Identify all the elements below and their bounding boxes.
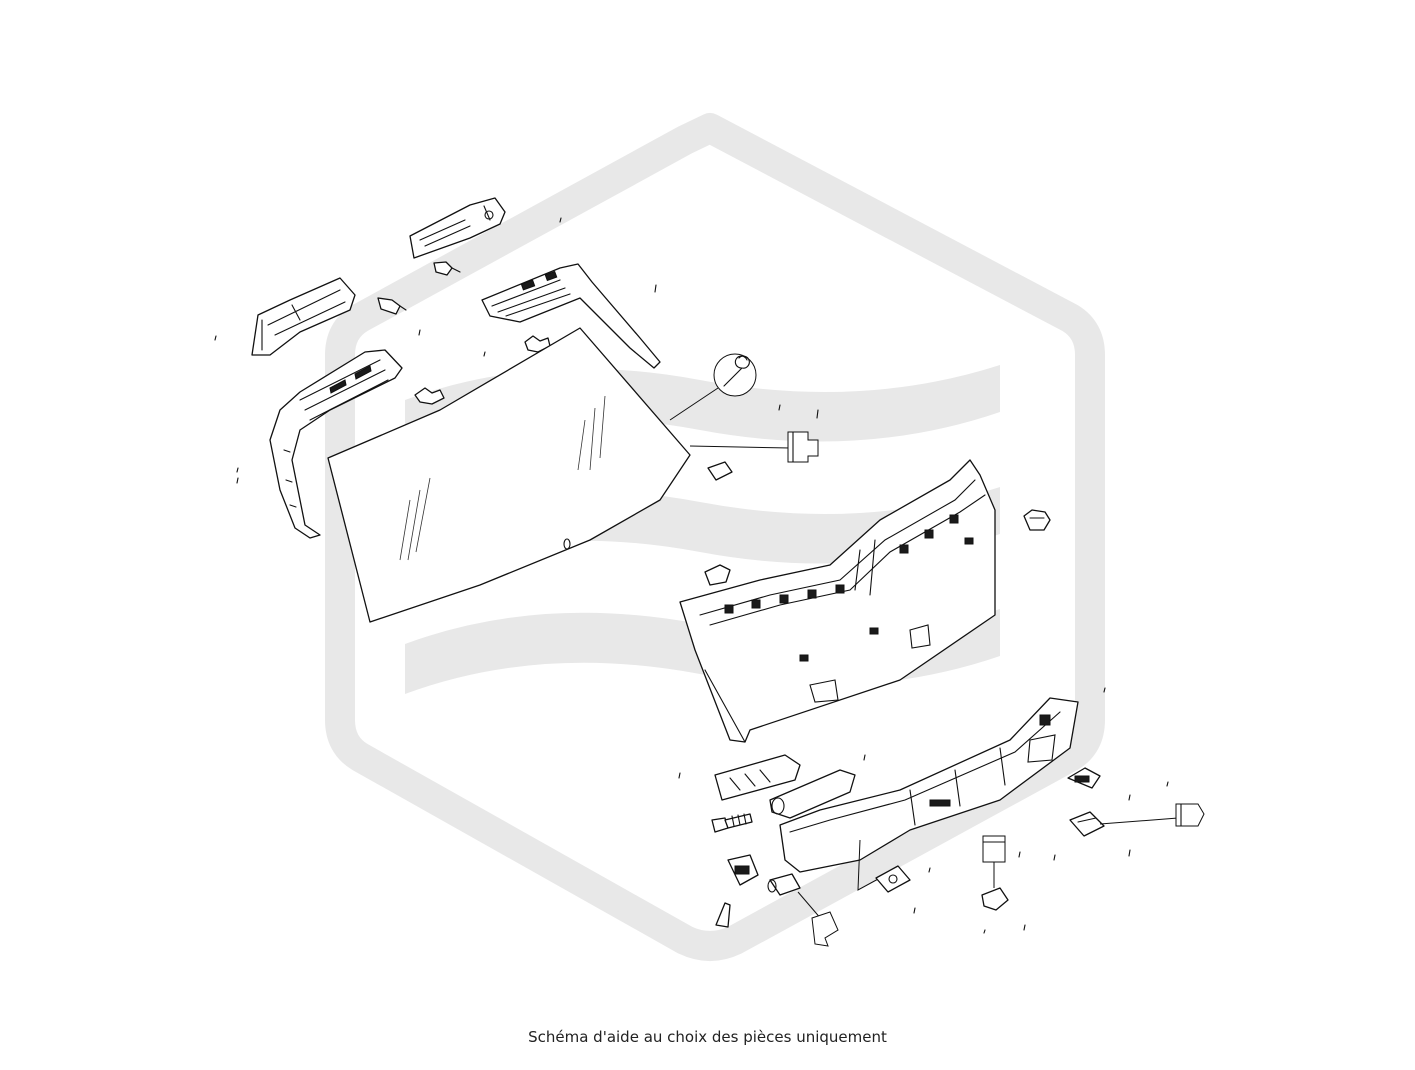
pin-fastener — [981, 835, 1009, 911]
wrench-icon — [669, 353, 757, 421]
foam-pad — [707, 461, 733, 481]
tailgate-handle-bracket — [714, 754, 801, 801]
switch-unit — [727, 854, 759, 886]
diagram-caption: Schéma d'aide au choix des pièces unique… — [528, 1028, 887, 1046]
rear-window-glass — [327, 327, 691, 623]
upper-trim-cap — [409, 197, 506, 259]
left-pillar-bracket — [251, 277, 356, 356]
scatter-marks — [214, 217, 1169, 934]
bolt-upper — [433, 261, 461, 276]
tailgate-inner-panel — [679, 459, 996, 743]
wedge-clip — [715, 902, 731, 928]
upper-right-clip-bracket — [481, 263, 661, 369]
connector-callout-glass — [689, 431, 819, 463]
mounting-nut-plate — [875, 865, 911, 893]
glass-clip-2 — [524, 335, 551, 353]
glass-clip-1 — [414, 387, 445, 405]
screw — [711, 813, 753, 833]
bulb — [767, 873, 839, 947]
grommet-clip — [1023, 509, 1051, 531]
left-pillar-trim — [269, 349, 403, 539]
camera-bracket — [1069, 803, 1205, 837]
panel-clip — [704, 564, 731, 586]
lower-tailgate-trim — [779, 697, 1079, 891]
bolt-lower — [377, 297, 407, 315]
rear-camera — [1067, 767, 1101, 789]
license-lamp-housing — [769, 769, 856, 819]
